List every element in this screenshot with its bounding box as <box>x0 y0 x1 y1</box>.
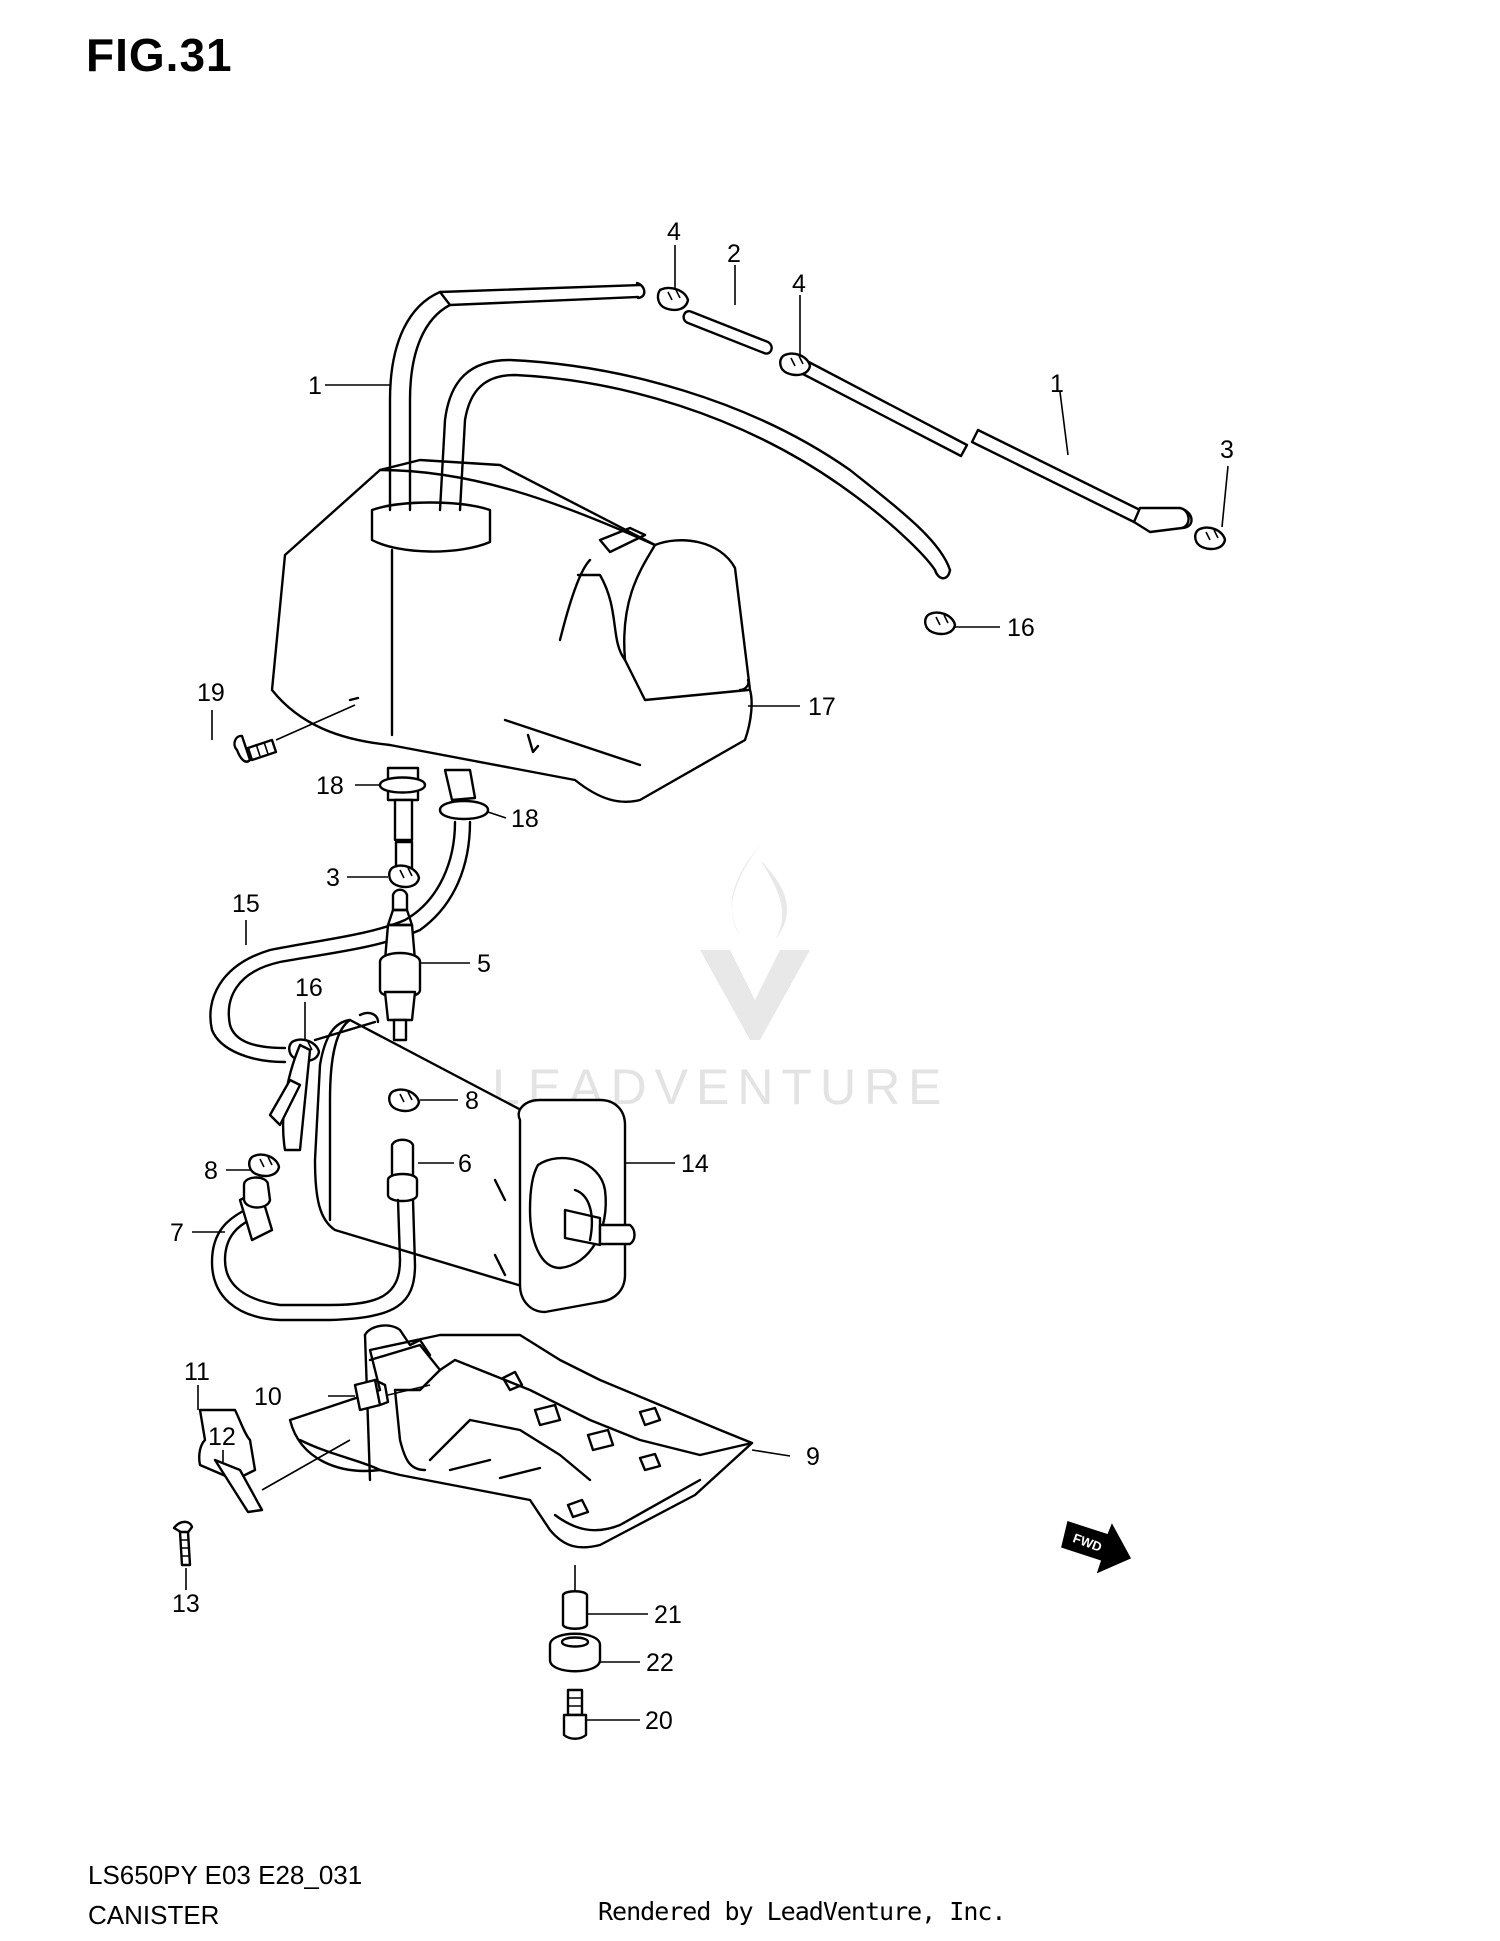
leadventure-watermark: LEADVENTURE <box>492 845 942 1115</box>
part-18-grommet-right <box>438 768 490 821</box>
part-5-valve <box>378 888 422 1042</box>
callout-5: 5 <box>477 950 491 978</box>
part-18-grommet-left <box>378 766 427 842</box>
part-22-rubber-mount <box>548 1632 602 1673</box>
callout-3: 3 <box>1220 436 1234 464</box>
section-name: CANISTER <box>88 1900 220 1930</box>
part-4-clamp-a <box>656 286 690 312</box>
callout-8: 8 <box>204 1157 218 1185</box>
callout-11: 11 <box>184 1358 210 1386</box>
callout-8: 8 <box>465 1087 479 1115</box>
part-8-clamp-upper <box>388 1088 421 1113</box>
callout-7: 7 <box>170 1219 184 1247</box>
callout-13: 13 <box>172 1590 200 1618</box>
callout-16: 16 <box>1007 614 1035 642</box>
callout-2: 2 <box>727 240 741 268</box>
part-9-bracket <box>288 1324 754 1549</box>
part-16-clamp-top <box>924 611 957 636</box>
part-14-canister <box>268 1011 636 1314</box>
callout-15: 15 <box>232 890 260 918</box>
callout-leaders <box>185 245 1229 1721</box>
callout-14: 14 <box>681 1150 709 1178</box>
model-code: LS650PY E03 E28_031 <box>88 1860 363 1890</box>
part-3-clamp-middle <box>388 864 421 889</box>
callout-21: 21 <box>654 1601 682 1629</box>
callout-22: 22 <box>646 1649 674 1677</box>
part-21-spacer <box>561 1590 589 1630</box>
part-11-12-clip <box>198 1408 351 1514</box>
callout-labels: 1 1 2 3 3 4 4 5 6 7 8 8 9 10 11 12 13 14… <box>170 218 1234 1735</box>
part-17-tank <box>270 458 753 803</box>
part-15-hose <box>209 820 472 1064</box>
part-8-clamp-lower <box>248 1153 281 1178</box>
part-7-hose <box>210 1176 417 1322</box>
part-20-bolt <box>562 1688 588 1740</box>
part-2-pipe <box>682 310 773 355</box>
part-10-block <box>353 1378 431 1412</box>
callout-18: 18 <box>316 772 344 800</box>
part-13-screw <box>172 1520 194 1567</box>
callout-16: 16 <box>295 974 323 1002</box>
fwd-direction-arrow-icon: FWD <box>1061 1521 1132 1574</box>
callout-19: 19 <box>197 679 225 707</box>
callout-12: 12 <box>208 1423 236 1451</box>
callout-4: 4 <box>667 218 681 246</box>
part-1-hose-top <box>388 281 1193 580</box>
figure-title: FIG.31 <box>86 29 233 81</box>
callout-17: 17 <box>808 693 836 721</box>
render-credit: Rendered by LeadVenture, Inc. <box>598 1897 1006 1926</box>
part-3-clamp-top <box>1194 526 1227 551</box>
callout-6: 6 <box>458 1150 472 1178</box>
callout-18: 18 <box>511 805 539 833</box>
callout-1: 1 <box>1050 370 1064 398</box>
callout-9: 9 <box>806 1443 820 1471</box>
callout-3: 3 <box>326 864 340 892</box>
part-6-fitting <box>386 1138 419 1203</box>
callout-10: 10 <box>254 1383 282 1411</box>
callout-1: 1 <box>308 372 322 400</box>
callout-20: 20 <box>645 1707 673 1735</box>
part-19-screw <box>233 734 278 763</box>
leader-19-to-tank <box>275 704 356 741</box>
part-4-clamp-b <box>779 352 812 377</box>
callout-4: 4 <box>792 270 806 298</box>
